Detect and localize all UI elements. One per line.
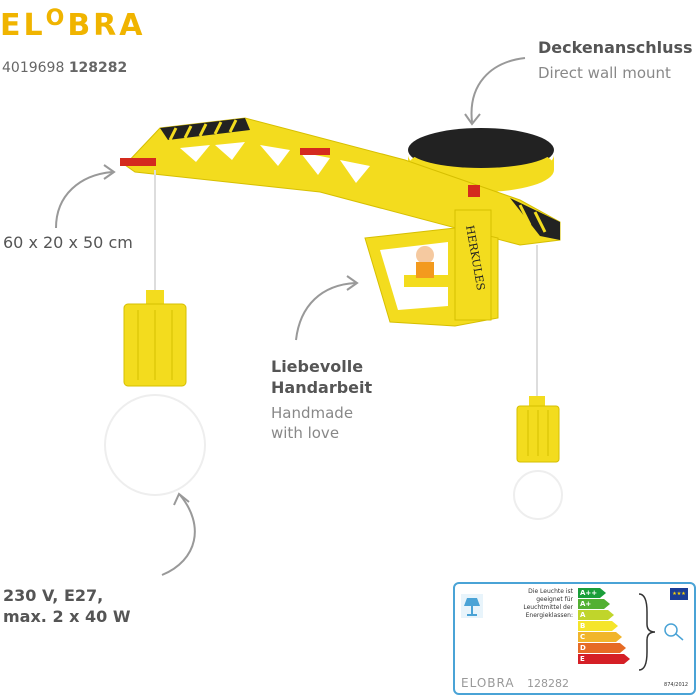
handmade-title-line2: Handarbeit [271,378,373,397]
article-number: 128282 [68,60,128,76]
energy-label-text: Die Leuchte ist geeignet für Leuchtmitte… [513,588,573,620]
eu-flag-icon: ★★★ [670,588,688,600]
energy-bar-a: A [578,610,614,620]
crane-cabin [364,185,499,327]
ean-code: 4019698 [2,60,65,76]
energy-bar-d: D [578,643,626,653]
logo-text-right: BRA [67,8,146,43]
energy-label-code: 128282 [527,677,569,690]
energy-bar-b: B [578,621,618,631]
arrow-mount-icon [470,57,526,123]
dimensions-label: 60 x 20 x 50 cm [3,233,133,252]
energy-text-line1: Die Leuchte ist [528,588,573,595]
product-codes: 4019698 128282 [2,60,127,76]
right-lamp [513,396,563,520]
power-line2: max. 2 x 40 W [3,607,131,626]
energy-text-line4: Energieklassen: [525,612,573,619]
crane-boom [120,117,561,246]
energy-bar-ap: A+ [578,599,610,609]
energy-regulation: 874/2012 [664,682,688,688]
arrow-dimension-icon [55,171,113,229]
energy-bar-c: C [578,632,622,642]
energy-bar-app: A++ [578,588,606,598]
arrow-icons [55,57,526,576]
figure-head [416,246,434,264]
logo-text-left: EL [0,8,46,43]
energy-bar-e: E [578,654,630,664]
left-lamp [104,290,206,496]
energy-text-line2: geeignet für [536,596,573,603]
energy-label: Die Leuchte ist geeignet für Leuchtmitte… [453,582,696,695]
arrow-power-icon [161,494,196,576]
power-line1: 230 V, E27, [3,586,104,605]
lamp-icon [461,594,483,618]
arrow-handmade-icon [295,282,356,341]
mount-title: Deckenanschluss [538,38,693,57]
handmade-sub-line2: with love [271,424,340,442]
energy-text-line3: Leuchtmittel der [523,604,573,611]
logo-text-o: O [45,6,68,31]
mount-subtitle: Direct wall mount [538,64,671,82]
brand-logo: ELOBRA [0,6,146,43]
handmade-title-line1: Liebevolle [271,357,364,376]
energy-class-bars: A++ A+ A B C D E [578,588,648,665]
handmade-sub-line1: Handmade [271,404,354,422]
energy-label-brand: ELOBRA [461,676,515,690]
brace-bulb-icon [638,593,684,671]
